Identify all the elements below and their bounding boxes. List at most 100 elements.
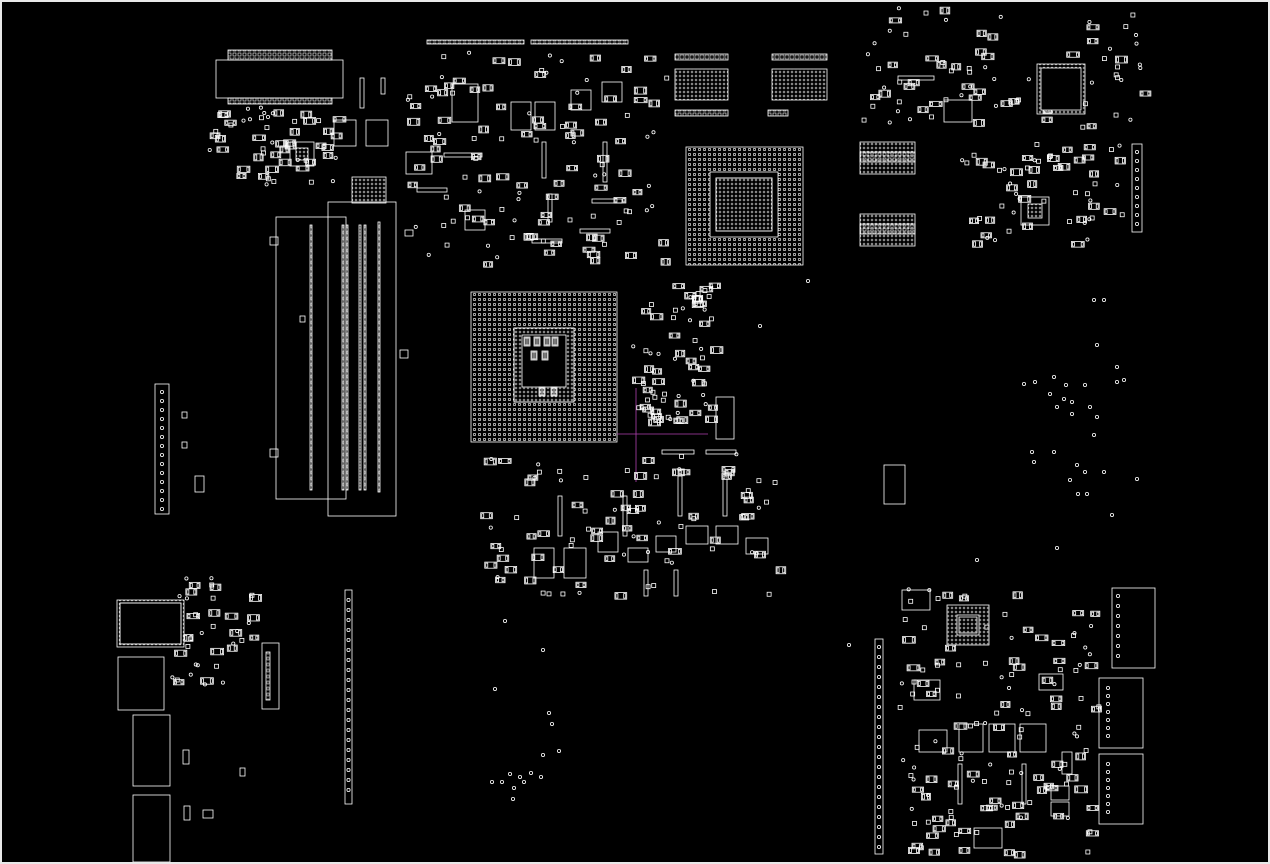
smd-component xyxy=(1072,610,1085,617)
pad xyxy=(535,72,539,77)
smd-component xyxy=(332,116,347,123)
smd-component xyxy=(484,561,498,569)
pad xyxy=(709,286,713,292)
smd-component xyxy=(1022,222,1033,230)
pad xyxy=(603,185,607,190)
pad xyxy=(656,100,659,107)
pad xyxy=(918,107,922,113)
via xyxy=(983,65,988,70)
pad xyxy=(441,54,447,60)
pad xyxy=(472,216,476,222)
pad xyxy=(260,146,266,152)
pad xyxy=(213,128,219,134)
pad xyxy=(1008,101,1012,106)
pad xyxy=(237,166,241,172)
pad xyxy=(522,132,526,137)
smd-component xyxy=(543,249,556,256)
smd-component xyxy=(625,251,637,259)
memory-chip xyxy=(674,68,729,101)
smd-component xyxy=(208,609,221,617)
smd-component xyxy=(1115,55,1128,64)
pad xyxy=(305,166,309,171)
via xyxy=(1030,449,1035,454)
smd-component xyxy=(642,406,655,413)
pad xyxy=(483,85,487,91)
smd-component xyxy=(582,246,596,253)
pad xyxy=(999,203,1005,209)
pad xyxy=(1052,640,1056,646)
smd-component xyxy=(570,129,585,137)
smd-component xyxy=(953,722,968,730)
pad xyxy=(1068,147,1072,152)
pad xyxy=(501,58,505,64)
smd-component xyxy=(658,239,669,247)
smd-component xyxy=(1015,812,1029,821)
smd-component xyxy=(1086,805,1099,811)
pad xyxy=(541,212,545,218)
via xyxy=(489,780,494,785)
smd-component xyxy=(495,576,506,584)
via xyxy=(246,621,251,626)
pad xyxy=(925,819,931,825)
pad xyxy=(1087,124,1091,129)
pad xyxy=(938,101,942,106)
smd-component xyxy=(414,164,426,171)
pad xyxy=(227,645,231,651)
pad xyxy=(692,338,698,343)
connector-port-inner xyxy=(119,602,182,645)
pad xyxy=(551,250,555,255)
via xyxy=(1102,297,1107,302)
pad xyxy=(977,95,981,100)
pad xyxy=(591,258,594,264)
smd-component xyxy=(279,145,290,154)
smd-component xyxy=(253,153,264,162)
ic-package xyxy=(570,89,592,111)
pad xyxy=(1011,821,1014,827)
pad xyxy=(619,170,623,176)
via xyxy=(1107,46,1112,51)
smd-component xyxy=(452,77,466,84)
pad xyxy=(224,113,228,117)
pad xyxy=(710,537,714,543)
via xyxy=(477,189,482,194)
smd-component xyxy=(652,378,666,386)
connector-port xyxy=(117,656,165,711)
pad xyxy=(531,479,535,486)
pad xyxy=(647,309,651,314)
smd-component xyxy=(724,469,735,477)
memory-slot-2 xyxy=(327,201,397,517)
pad xyxy=(908,80,912,86)
via xyxy=(877,655,882,660)
smd-component xyxy=(673,417,684,424)
pad xyxy=(904,83,908,89)
via xyxy=(1092,432,1097,437)
pad xyxy=(565,122,569,128)
pad xyxy=(501,577,505,583)
via xyxy=(754,551,759,556)
via xyxy=(877,715,882,720)
via xyxy=(1033,379,1038,384)
smd-component xyxy=(740,491,753,499)
pad xyxy=(450,90,456,96)
pad xyxy=(596,258,600,264)
pad xyxy=(220,648,223,655)
via xyxy=(847,643,852,648)
smd-component xyxy=(270,151,282,159)
resistor-array xyxy=(557,495,563,537)
pad xyxy=(1073,668,1079,673)
via xyxy=(985,235,990,240)
pad xyxy=(611,517,615,524)
pad xyxy=(643,535,647,541)
via xyxy=(209,576,214,581)
smd-component xyxy=(1075,752,1086,761)
pad xyxy=(986,805,990,810)
pad xyxy=(1090,155,1094,160)
pad xyxy=(664,75,670,81)
pad xyxy=(443,194,449,200)
resistor-array xyxy=(443,152,483,158)
pad xyxy=(1054,658,1058,663)
pad xyxy=(284,141,288,147)
via xyxy=(188,672,193,677)
